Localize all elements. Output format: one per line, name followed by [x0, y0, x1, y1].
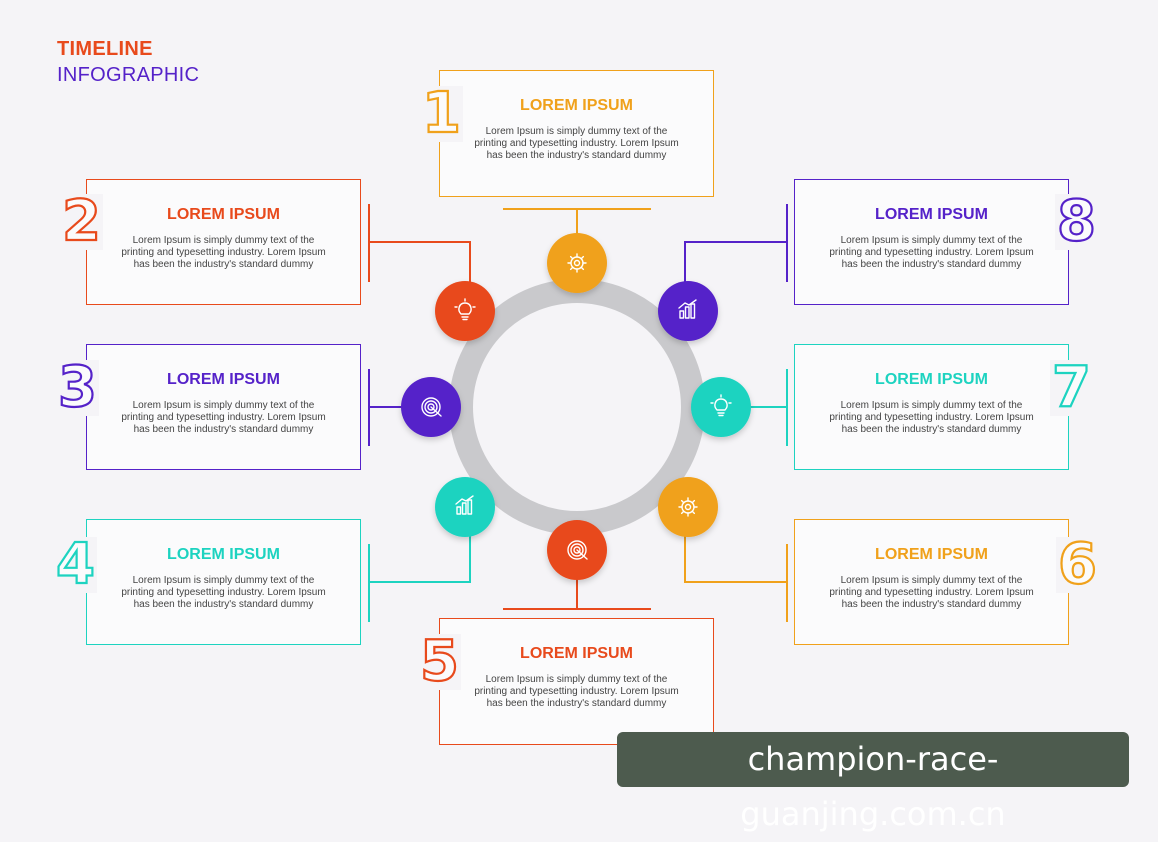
bar-chart-icon: [678, 299, 697, 319]
central-ring: [449, 279, 705, 535]
step-body-line: has been the industry's standard dummy: [486, 150, 667, 161]
step-body-line: printing and typesetting industry. Lorem…: [121, 412, 326, 423]
step-node-1: [547, 233, 607, 293]
step-title: LOREM IPSUM: [520, 645, 633, 662]
step-box-2: LOREM IPSUM Lorem Ipsum is simply dummy t…: [86, 179, 361, 305]
step-box-6: LOREM IPSUM Lorem Ipsum is simply dummy t…: [794, 519, 1069, 645]
step-title: LOREM IPSUM: [167, 546, 280, 563]
step-node-3: [401, 377, 461, 437]
watermark: champion-race-guanjing.com.cn: [617, 732, 1129, 833]
step-node-5: [547, 520, 607, 580]
step-body-line: has been the industry's standard dummy: [841, 424, 1022, 435]
target-icon: [567, 540, 588, 560]
node-circle: [691, 377, 751, 437]
step-body-line: has been the industry's standard dummy: [133, 259, 314, 270]
step-body-line: Lorem Ipsum is simply dummy text of the: [485, 674, 668, 685]
infographic-canvas: TIMELINE INFOGRAPHIC LOREM IPSUM Lorem Ip…: [54, 38, 1129, 833]
gear-icon: [567, 253, 587, 273]
step-node-8: [658, 281, 718, 341]
step-body-line: printing and typesetting industry. Lorem…: [829, 587, 1034, 598]
step-body-line: printing and typesetting industry. Lorem…: [474, 138, 679, 149]
step-body-line: printing and typesetting industry. Lorem…: [829, 247, 1034, 258]
step-body-line: Lorem Ipsum is simply dummy text of the: [840, 235, 1023, 246]
step-body-line: Lorem Ipsum is simply dummy text of the: [485, 126, 668, 137]
step-number-1: 1: [420, 81, 463, 146]
connector-line: [684, 536, 788, 622]
connector-line: [368, 536, 471, 622]
step-node-6: [658, 477, 718, 537]
step-body-line: has been the industry's standard dummy: [486, 698, 667, 709]
step-title: LOREM IPSUM: [167, 371, 280, 388]
step-box-3: LOREM IPSUM Lorem Ipsum is simply dummy t…: [86, 344, 361, 470]
step-number-7: 7: [1050, 355, 1093, 420]
step-body-line: printing and typesetting industry. Lorem…: [121, 587, 326, 598]
step-body-line: Lorem Ipsum is simply dummy text of the: [132, 235, 315, 246]
step-box-8: LOREM IPSUM Lorem Ipsum is simply dummy t…: [794, 179, 1069, 305]
step-body-line: printing and typesetting industry. Lorem…: [474, 686, 679, 697]
connector-line: [684, 204, 788, 283]
step-title: LOREM IPSUM: [875, 206, 988, 223]
step-box-5: LOREM IPSUM Lorem Ipsum is simply dummy t…: [439, 618, 714, 745]
connector-lines: [368, 204, 788, 622]
step-title: LOREM IPSUM: [520, 97, 633, 114]
node-circle: [435, 281, 495, 341]
step-body-line: has been the industry's standard dummy: [841, 599, 1022, 610]
step-body-line: Lorem Ipsum is simply dummy text of the: [132, 575, 315, 586]
lightbulb-icon: [710, 394, 732, 417]
step-title: LOREM IPSUM: [167, 206, 280, 223]
step-number-6: 6: [1056, 532, 1099, 597]
node-circle: [658, 281, 718, 341]
gear-icon: [678, 497, 698, 517]
step-box-7: LOREM IPSUM Lorem Ipsum is simply dummy t…: [794, 344, 1069, 470]
step-node-7: [691, 377, 751, 437]
step-number-4: 4: [54, 532, 97, 597]
step-number-3: 3: [56, 355, 99, 420]
step-box-1: LOREM IPSUM Lorem Ipsum is simply dummy t…: [439, 70, 714, 197]
connector-line: [368, 204, 471, 283]
step-body-line: has been the industry's standard dummy: [133, 424, 314, 435]
step-body-line: Lorem Ipsum is simply dummy text of the: [132, 400, 315, 411]
connector-line: [368, 369, 403, 446]
icon-nodes: [401, 233, 751, 580]
step-number-8: 8: [1055, 189, 1098, 254]
target-icon: [421, 397, 442, 417]
step-body-line: printing and typesetting industry. Lorem…: [829, 412, 1034, 423]
lightbulb-icon: [454, 298, 476, 321]
connector-line: [503, 208, 651, 236]
step-body-line: printing and typesetting industry. Lorem…: [121, 247, 326, 258]
step-body-line: Lorem Ipsum is simply dummy text of the: [840, 400, 1023, 411]
title-timeline: TIMELINE: [57, 38, 153, 60]
step-node-4: [435, 477, 495, 537]
step-body-line: has been the industry's standard dummy: [841, 259, 1022, 270]
step-box-4: LOREM IPSUM Lorem Ipsum is simply dummy t…: [86, 519, 361, 645]
bar-chart-icon: [455, 495, 474, 515]
step-title: LOREM IPSUM: [875, 546, 988, 563]
step-number-2: 2: [60, 189, 103, 254]
step-title: LOREM IPSUM: [875, 371, 988, 388]
connector-line: [750, 369, 788, 446]
step-body-line: has been the industry's standard dummy: [133, 599, 314, 610]
connector-diagram: [368, 204, 788, 622]
node-circle: [435, 477, 495, 537]
connector-line: [503, 578, 651, 610]
title-infographic: INFOGRAPHIC: [57, 64, 200, 86]
node-circle: [658, 477, 718, 537]
step-number-5: 5: [418, 629, 461, 694]
step-body-line: Lorem Ipsum is simply dummy text of the: [840, 575, 1023, 586]
step-node-2: [435, 281, 495, 341]
node-circle: [547, 233, 607, 293]
